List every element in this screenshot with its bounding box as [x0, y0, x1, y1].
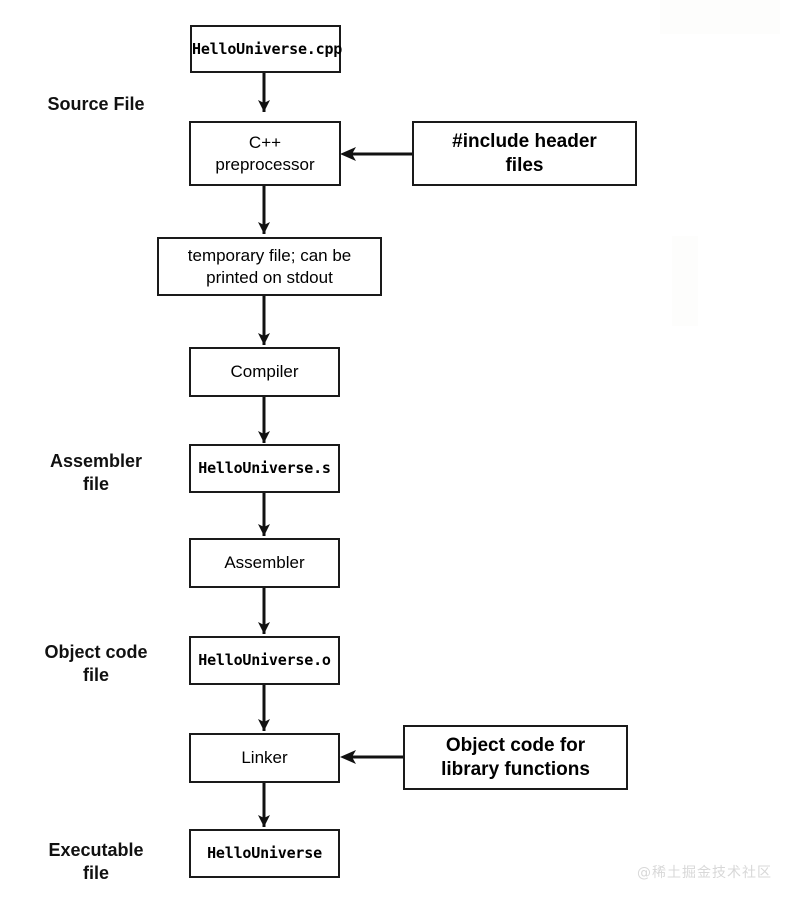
- node-compiler-label: Compiler: [230, 362, 299, 382]
- scan-artifact-top-right: [660, 0, 780, 34]
- node-object-code-library[interactable]: Object code for library functions: [403, 725, 628, 790]
- node-assembler[interactable]: Assembler: [189, 538, 340, 588]
- node-temporary-file[interactable]: temporary file; can be printed on stdout: [157, 237, 382, 296]
- node-cpp-preprocessor[interactable]: C++ preprocessor: [189, 121, 341, 186]
- node-hellouniverse-cpp-label: HelloUniverse.cpp: [192, 39, 343, 58]
- node-linker[interactable]: Linker: [189, 733, 340, 783]
- node-hellouniverse-o[interactable]: HelloUniverse.o: [189, 636, 340, 685]
- node-hellouniverse[interactable]: HelloUniverse: [189, 829, 340, 878]
- node-compiler[interactable]: Compiler: [189, 347, 340, 397]
- node-include-header-files[interactable]: #include header files: [412, 121, 637, 186]
- stage-label-source-file: Source File: [47, 94, 145, 114]
- stage-label-object-code-file: Object code file: [44, 642, 148, 686]
- node-include-header-files-label: #include header files: [452, 130, 597, 176]
- node-temporary-file-label: temporary file; can be printed on stdout: [187, 246, 352, 287]
- node-cpp-preprocessor-label: C++ preprocessor: [215, 133, 315, 174]
- node-object-code-library-label: Object code for library functions: [441, 734, 590, 780]
- node-hellouniverse-s-label: HelloUniverse.s: [198, 459, 331, 478]
- node-linker-label: Linker: [241, 748, 288, 768]
- watermark: @稀土掘金技术社区: [637, 865, 772, 881]
- stage-label-executable-file: Executable file: [48, 840, 144, 884]
- node-hellouniverse-s[interactable]: HelloUniverse.s: [189, 444, 340, 493]
- node-hellouniverse-o-label: HelloUniverse.o: [198, 651, 331, 670]
- node-hellouniverse-cpp[interactable]: HelloUniverse.cpp: [190, 25, 343, 73]
- node-assembler-label: Assembler: [224, 553, 305, 573]
- node-hellouniverse-label: HelloUniverse: [207, 844, 322, 863]
- stage-label-assembler-file: Assembler file: [49, 451, 143, 495]
- scan-artifact-right: [672, 236, 698, 326]
